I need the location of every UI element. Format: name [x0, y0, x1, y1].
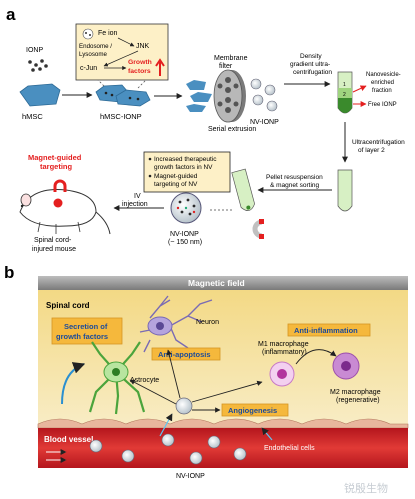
neuron-label: Neuron [196, 319, 219, 326]
hmsc-ionp-label: hMSC-IONP [100, 112, 142, 121]
arrow-m1-m2 [295, 349, 337, 365]
m2-label-2: (regenerative) [336, 397, 380, 404]
secretion-label-2: growth factors [56, 332, 108, 341]
watermark-text: 锐殷生物 [344, 481, 388, 495]
benefit-1b: growth factors in NV [154, 164, 213, 171]
m1-nucleus [277, 369, 287, 379]
secretion-label-1: Secretion of [64, 322, 108, 331]
m2-nucleus [341, 361, 351, 371]
angiogenesis-label: Angiogenesis [228, 406, 277, 415]
panel-a-label: a [6, 5, 16, 24]
cjun-label: c-Jun [80, 65, 97, 72]
iv-label-1: IV [134, 193, 141, 200]
ultra-label-2: of layer 2 [358, 147, 385, 154]
pellet-label-2: & magnet sorting [270, 182, 320, 189]
blood-vessel-label: Blood vessel [44, 435, 93, 444]
benefit-2a: Magnet-guided [154, 173, 198, 180]
pellet-label-1: Pellet resuspension [266, 174, 323, 181]
magnet-target-label-2: targeting [40, 162, 73, 171]
free-ionp-label: Free IONP [368, 102, 397, 108]
jnk-label: JNK [136, 43, 150, 50]
magnet-target-label-1: Magnet-guided [28, 153, 82, 162]
nano-label-3: fraction [372, 88, 392, 94]
astrocyte-nucleus [112, 368, 120, 376]
tube-magnet-sort [231, 168, 255, 211]
ionp-particles [28, 59, 48, 72]
anti-apoptosis-label: Anti-apoptosis [158, 350, 211, 359]
arrow-nano-fraction [352, 85, 367, 93]
m1-label-1: M1 macrophage [258, 341, 309, 348]
magnetic-field-bar [38, 276, 408, 290]
nv-ionp-center [175, 397, 193, 415]
arrow-jnk-cjun [103, 50, 139, 67]
panel-b-label: b [4, 263, 14, 282]
mouse-label-1: Spinal cord- [34, 237, 72, 244]
nv-ionp-label-a: NV-IONP [250, 119, 279, 126]
cells-into-filter [186, 80, 212, 112]
endothelial-label: Endothelial cells [264, 445, 315, 452]
hmsc-ionp-cells [95, 84, 151, 107]
m1-label-2: (inflammatory) [262, 349, 307, 356]
nv-size-label: (~ 150 nm) [168, 239, 202, 246]
benefit-1a: Increased therapeutic [154, 156, 217, 163]
endosome-label: Endosome / [79, 43, 112, 50]
nv-ionp-cluster [250, 78, 278, 112]
nv-ionp-inner-particles [176, 198, 196, 216]
mouse-label-2: injured mouse [32, 246, 76, 253]
arrow-to-astrocyte [129, 379, 177, 405]
density-label-3: centrifugation [293, 69, 332, 76]
spinal-cord-label: Spinal cord [46, 301, 90, 310]
neuron-nucleus [156, 322, 164, 330]
increase-arrow-icon [155, 58, 165, 76]
secretion-box [51, 317, 123, 345]
density-label-1: Density [300, 53, 322, 60]
density-label-2: gradient ultra- [290, 61, 330, 68]
lysosome-label: Lysosome [79, 51, 108, 58]
angiogenesis-box [221, 403, 289, 417]
anti-inflammation-box [287, 323, 371, 337]
membrane-filter [213, 69, 246, 123]
mouse-illustration [19, 188, 111, 235]
iv-label-2: injection [122, 201, 148, 208]
serial-extrusion-label: Serial extrusion [208, 126, 256, 133]
m2-label-1: M2 macrophage [330, 389, 381, 396]
magnet-target-icon [53, 179, 67, 192]
arrow-to-neuron [166, 349, 181, 399]
filter-label: filter [219, 63, 233, 70]
nv-ionp-vessel [89, 433, 247, 465]
growth-label: Growth [128, 59, 152, 66]
arrow-extravasation [159, 413, 173, 437]
endosome-icon [82, 28, 94, 40]
astrocyte-label: Astrocyte [130, 377, 159, 384]
fe-ion-label: Fe ion [98, 30, 118, 37]
benefit-box [143, 151, 231, 193]
nv-ionp-label-a2: NV-IONP [170, 231, 199, 238]
hmsc-cell [19, 83, 61, 107]
nv-ionp-label-b: NV-IONP [176, 473, 205, 480]
membrane-label: Membrane [214, 55, 248, 62]
hmsc-label: hMSC [22, 112, 43, 121]
tube-layer-2: 2 [343, 92, 346, 98]
ultra-label-1: Ultracentrifugation [352, 139, 405, 146]
magnet-icon [252, 219, 264, 239]
tube-layer-1: 1 [343, 82, 346, 88]
arrow-to-macrophage [191, 380, 263, 403]
endothelial-layer [37, 418, 409, 429]
arrow-endothelial [261, 427, 273, 441]
factors-label: factors [128, 68, 151, 75]
benefit-2b: targeting of NV [154, 181, 198, 188]
anti-inflammation-label: Anti-inflammation [294, 326, 358, 335]
nano-label-1: Nanovesicle- [366, 72, 401, 78]
arrow-secretion-loop [61, 362, 86, 405]
arrow-fe-jnk [117, 37, 135, 47]
tube-pellet [337, 169, 353, 212]
magnetic-field-label: Magnetic field [188, 278, 245, 288]
nano-label-2: enriched [371, 80, 394, 86]
ionp-label: IONP [26, 47, 43, 54]
tube-density [337, 71, 353, 114]
